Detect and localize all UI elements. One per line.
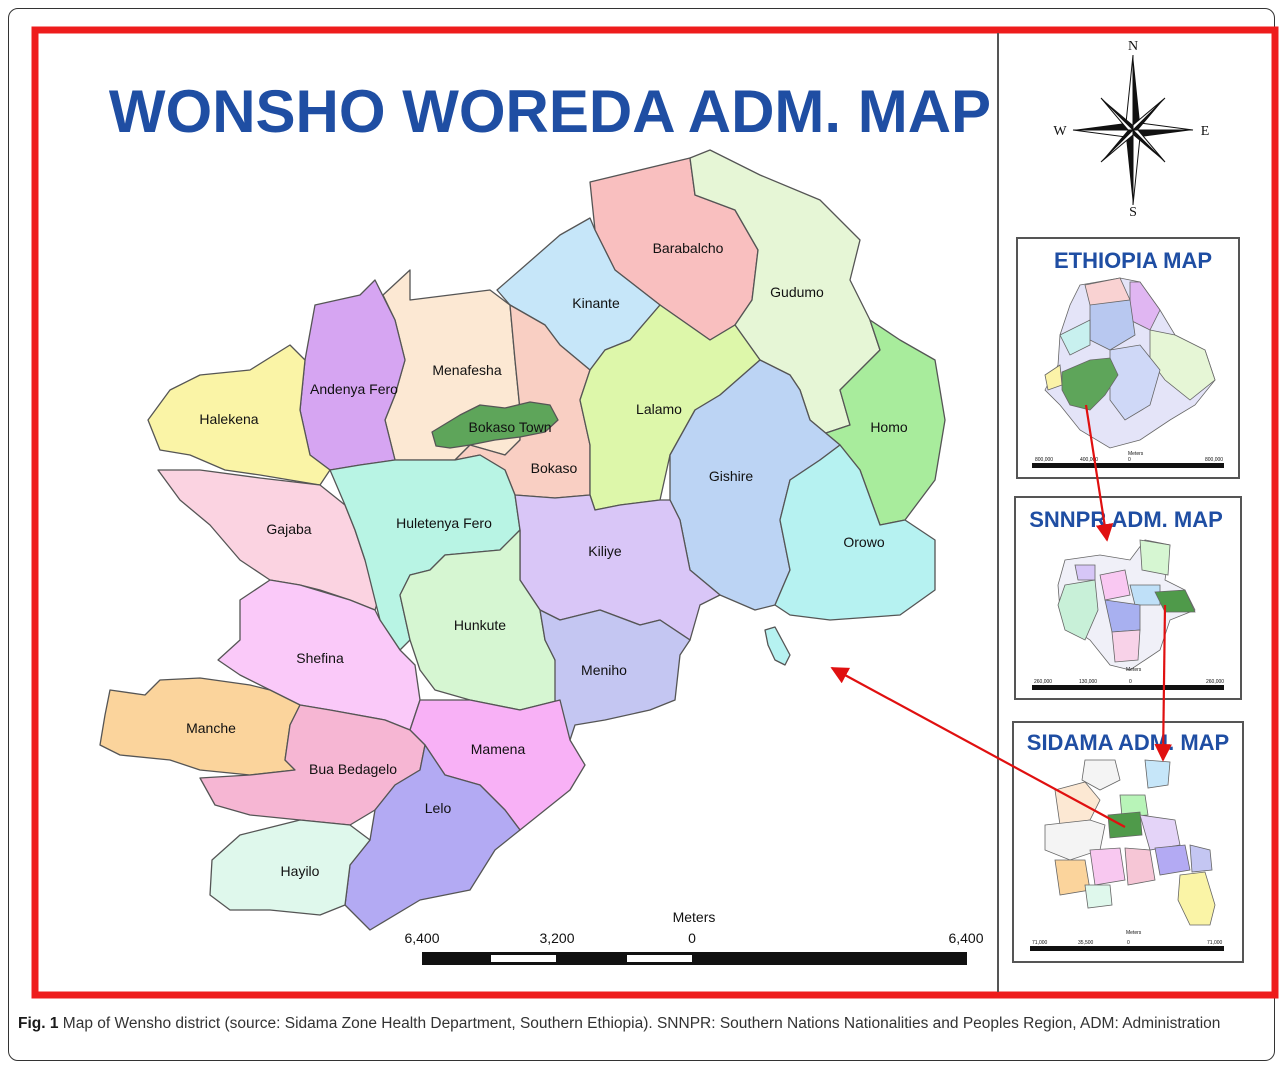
label-hayilo: Hayilo: [281, 863, 320, 879]
inset-ethiopia-scale-1: 400,000: [1080, 457, 1098, 463]
region-hayilo: [209, 819, 371, 916]
label-shefina: Shefina: [296, 650, 344, 666]
inset-ethiopia-scale-0: 800,000: [1035, 457, 1053, 463]
region-andenya-fero: [299, 279, 406, 471]
inset-ethiopia-scale-3: 800,000: [1205, 457, 1223, 463]
caption-label: Fig. 1: [18, 1015, 59, 1032]
label-gudumo: Gudumo: [770, 284, 824, 300]
arrow-ethiopia-to-snnpr: [1084, 404, 1114, 542]
inset-snnpr: SNNPR ADM. MAP 260,000 130,000 0 260,000…: [1014, 496, 1242, 700]
region-labels: Barabalcho Gudumo Kinante Menafesha Ande…: [186, 240, 908, 879]
inset-sidama-scale-0: 71,000: [1032, 940, 1048, 946]
label-gishire: Gishire: [709, 468, 754, 484]
label-hunkute: Hunkute: [454, 617, 506, 633]
label-lelo: Lelo: [425, 800, 452, 816]
scale-label-mid: 3,200: [539, 930, 574, 946]
inset-ethiopia-title: ETHIOPIA MAP: [1054, 248, 1212, 273]
regions-layer: [99, 149, 946, 931]
label-menafesha: Menafesha: [432, 362, 501, 378]
label-halekena: Halekena: [199, 411, 258, 427]
label-bokaso: Bokaso: [531, 460, 578, 476]
label-andenya-fero: Andenya Fero: [310, 381, 398, 397]
label-manche: Manche: [186, 720, 236, 736]
label-orowo: Orowo: [843, 534, 884, 550]
inset-sidama-unit: Meters: [1126, 930, 1142, 936]
label-bua-bedagelo: Bua Bedagelo: [309, 761, 397, 777]
locator-arrows: [830, 404, 1173, 828]
region-bua-bedagelo: [199, 704, 426, 826]
label-mamena: Mamena: [471, 741, 526, 757]
label-bokaso-town: Bokaso Town: [468, 419, 551, 435]
inset-sidama-scale-2: 0: [1127, 940, 1130, 946]
scale-unit: Meters: [673, 909, 716, 925]
inset-sidama-scale-1: 35,500: [1078, 940, 1094, 946]
inset-sidama-scale-3: 71,000: [1207, 940, 1223, 946]
inset-snnpr-scale-3: 260,000: [1206, 679, 1224, 685]
arrow-sidama-to-woreda: [830, 667, 1126, 828]
label-huletenya-fero: Huletenya Fero: [396, 515, 492, 531]
map-title: WONSHO WOREDA ADM. MAP: [109, 78, 991, 145]
label-meniho: Meniho: [581, 662, 627, 678]
inset-ethiopia-scale-2: 0: [1128, 457, 1131, 463]
inset-ethiopia-unit: Meters: [1128, 451, 1144, 457]
arrow-snnpr-to-sidama: [1154, 604, 1173, 762]
label-lalamo: Lalamo: [636, 401, 682, 417]
caption-text: Map of Wensho district (source: Sidama Z…: [62, 1015, 1221, 1032]
compass-s: S: [1129, 205, 1137, 220]
label-kiliye: Kiliye: [588, 543, 622, 559]
inset-snnpr-unit: Meters: [1126, 667, 1142, 673]
figure-caption: Fig. 1 Map of Wensho district (source: S…: [18, 1012, 1268, 1035]
inset-snnpr-scale-0: 260,000: [1034, 679, 1052, 685]
label-kinante: Kinante: [572, 295, 620, 311]
compass-rose-icon: N S E W: [1053, 39, 1209, 220]
inset-ethiopia: ETHIOPIA MAP 800,000 400,000 0 800,000 M…: [1016, 237, 1240, 479]
map-figure: WONSHO WOREDA ADM. MAP Barabalcho Gudumo…: [31, 26, 1279, 999]
label-barabalcho: Barabalcho: [653, 240, 724, 256]
compass-n: N: [1128, 39, 1138, 54]
compass-e: E: [1201, 124, 1210, 139]
inset-snnpr-title: SNNPR ADM. MAP: [1029, 507, 1223, 532]
scale-label-left: 6,400: [404, 930, 439, 946]
label-gajaba: Gajaba: [266, 521, 311, 537]
scale-bar: Meters 6,400 3,200 0 6,400: [404, 909, 984, 965]
region-halekena: [147, 344, 331, 486]
scale-label-right: 6,400: [948, 930, 983, 946]
orowo-islet: [764, 626, 791, 666]
compass-w: W: [1053, 124, 1067, 139]
inset-snnpr-scale-2: 0: [1129, 679, 1132, 685]
region-orowo: [774, 444, 936, 621]
inset-sidama-title: SIDAMA ADM. MAP: [1027, 730, 1229, 755]
region-meniho: [539, 609, 691, 741]
region-bokaso-town: [431, 401, 559, 449]
scale-label-zero: 0: [688, 930, 696, 946]
inset-sidama: SIDAMA ADM. MAP 71,000 35,500 0 71,000 M…: [1012, 721, 1244, 963]
label-homo: Homo: [870, 419, 908, 435]
inset-snnpr-scale-1: 130,000: [1079, 679, 1097, 685]
